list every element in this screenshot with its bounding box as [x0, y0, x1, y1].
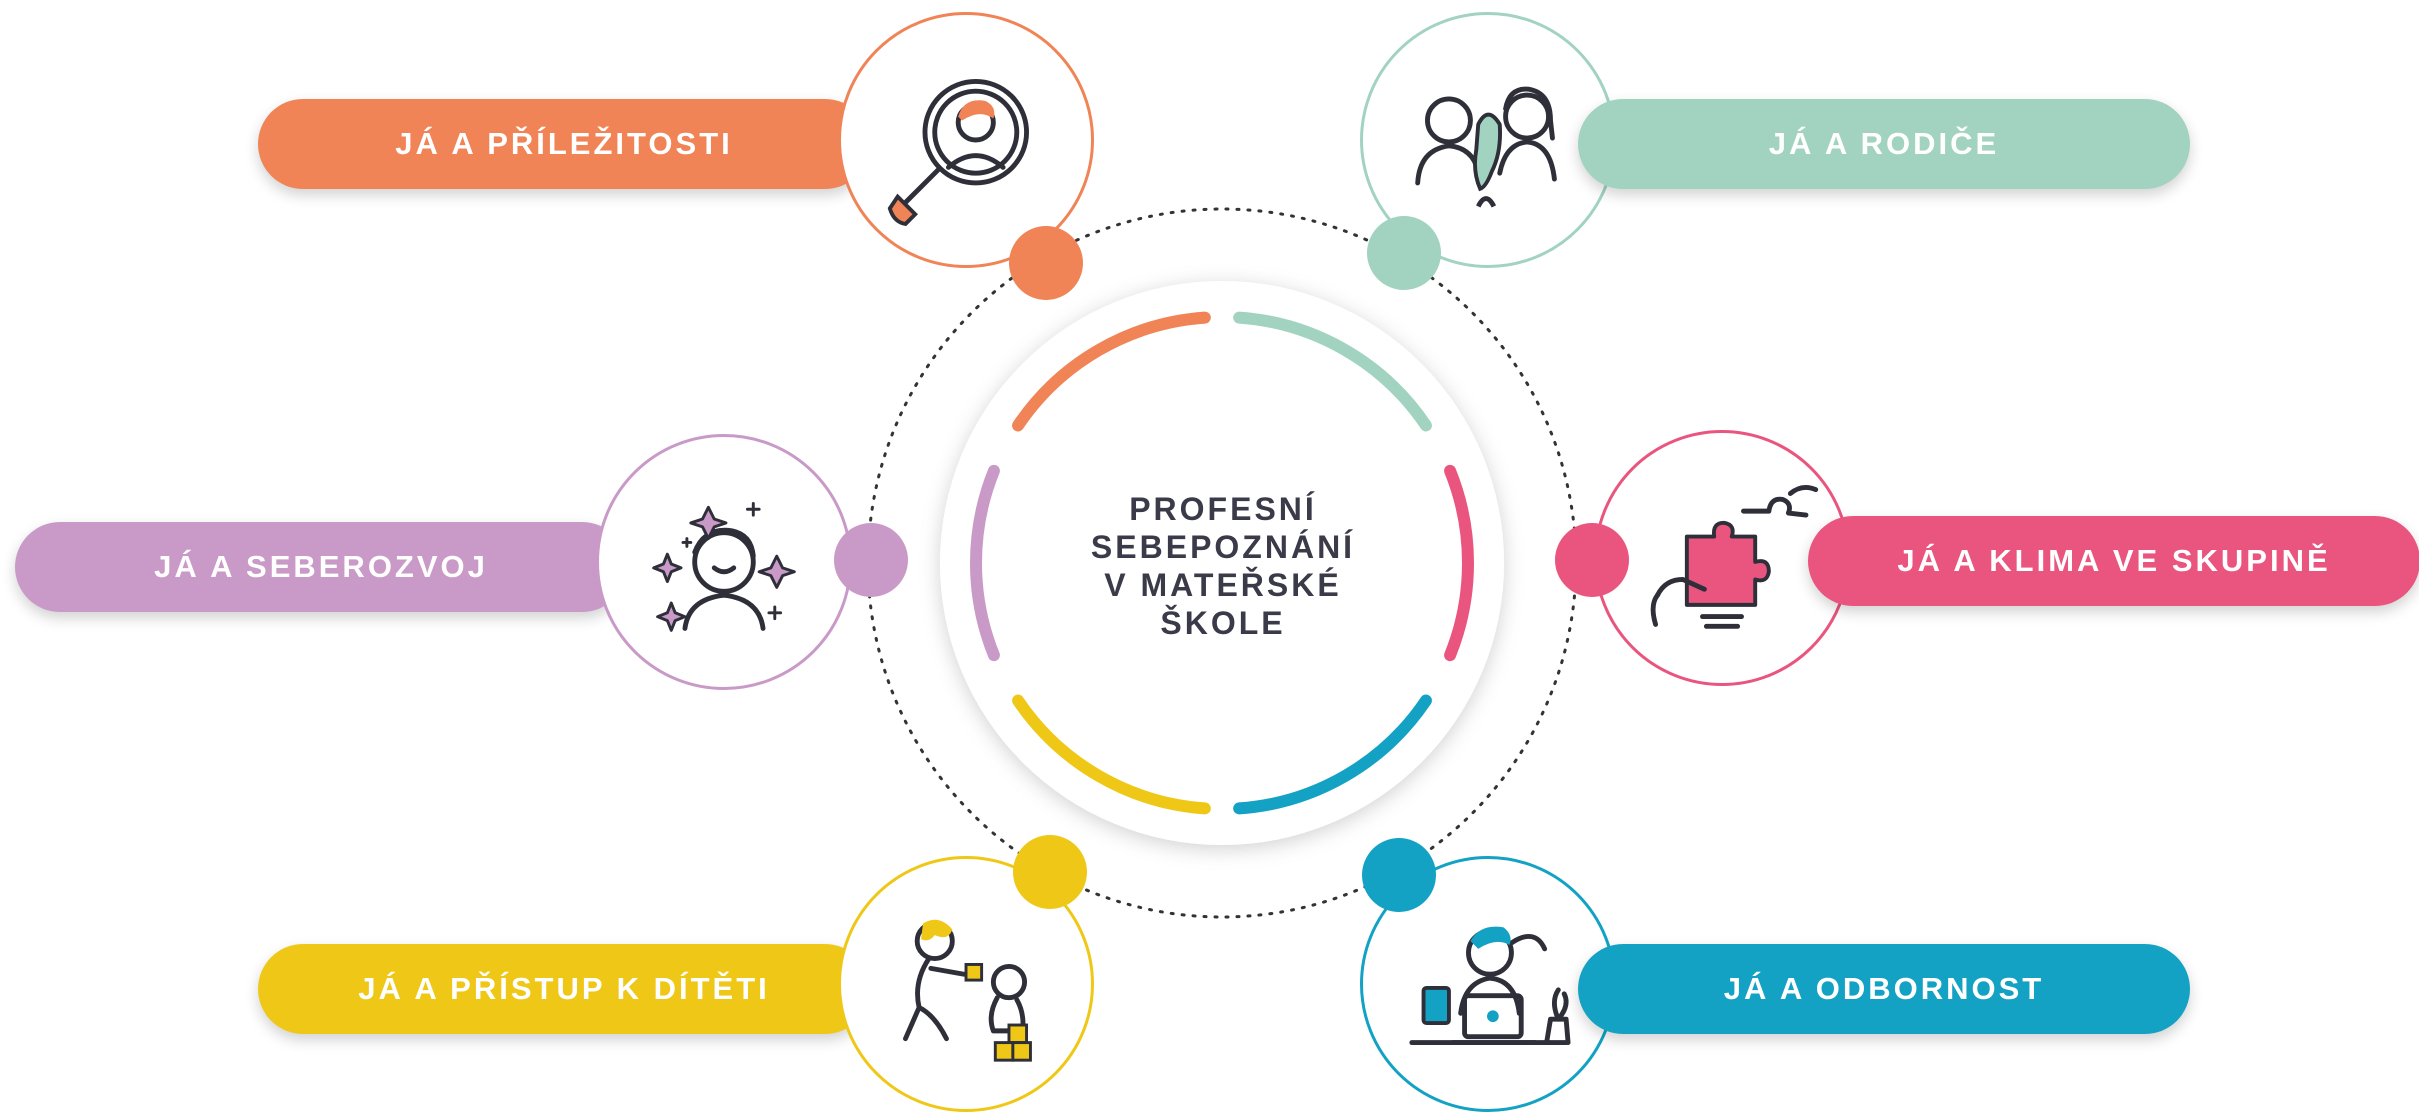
- pill-label: JÁ A PŘÍLEŽITOSTI: [395, 126, 733, 161]
- parents-child-icon: [1415, 86, 1557, 208]
- connector-dot-seberozvoj: [834, 523, 908, 597]
- pill-rodice[interactable]: JÁ A RODIČE: [1578, 99, 2190, 189]
- icon-circle-prilezitosti: [838, 12, 1094, 268]
- center-arc-seberozvoj: [970, 464, 1000, 662]
- sparkles-face-icon: [652, 501, 796, 632]
- icon-circle-seberozvoj: [596, 434, 852, 690]
- center-title-line: V MATEŘSKÉ: [1104, 567, 1342, 603]
- center-title-line: PROFESNÍ: [1129, 491, 1317, 527]
- connector-dot-odbornost: [1362, 838, 1436, 912]
- pill-pristup[interactable]: JÁ A PŘÍSTUP K DÍTĚTI: [258, 944, 870, 1034]
- center-title-line: ŠKOLE: [1160, 605, 1286, 641]
- adult-child-play-icon: [903, 919, 1032, 1062]
- magnifier-person-icon: [887, 78, 1029, 227]
- icon-circle-klima: [1594, 430, 1850, 686]
- connector-dot-rodice: [1367, 216, 1441, 290]
- center-arc-odbornost: [1233, 694, 1432, 815]
- pill-label: JÁ A KLIMA VE SKUPINĚ: [1897, 543, 2331, 578]
- pill-label: JÁ A ODBORNOST: [1723, 971, 2045, 1006]
- center-arc-klima: [1444, 464, 1474, 662]
- pill-klima[interactable]: JÁ A KLIMA VE SKUPINĚ: [1808, 516, 2419, 606]
- pill-label: JÁ A SEBEROZVOJ: [154, 549, 488, 584]
- center-title: PROFESNÍ SEBEPOZNÁNÍ V MATEŘSKÉ ŠKOLE: [1058, 490, 1388, 642]
- pill-odbornost[interactable]: JÁ A ODBORNOST: [1578, 944, 2190, 1034]
- connector-dot-pristup: [1013, 835, 1087, 909]
- center-title-line: SEBEPOZNÁNÍ: [1090, 529, 1356, 565]
- center-arc-prilezitosti: [1012, 311, 1211, 432]
- connector-dot-prilezitosti: [1009, 226, 1083, 300]
- center-arc-rodice: [1233, 311, 1432, 432]
- pill-seberozvoj[interactable]: JÁ A SEBEROZVOJ: [15, 522, 627, 612]
- center-arcs: [970, 311, 1474, 815]
- pill-label: JÁ A PŘÍSTUP K DÍTĚTI: [358, 971, 770, 1006]
- puzzle-hands-icon: [1650, 485, 1819, 629]
- center-arc-pristup: [1012, 694, 1211, 815]
- center-disc: [940, 281, 1504, 845]
- pill-prilezitosti[interactable]: JÁ A PŘÍLEŽITOSTI: [258, 99, 870, 189]
- pill-label: JÁ A RODIČE: [1768, 126, 2000, 161]
- connector-dot-klima: [1555, 523, 1629, 597]
- laptop-person-icon: [1409, 926, 1571, 1046]
